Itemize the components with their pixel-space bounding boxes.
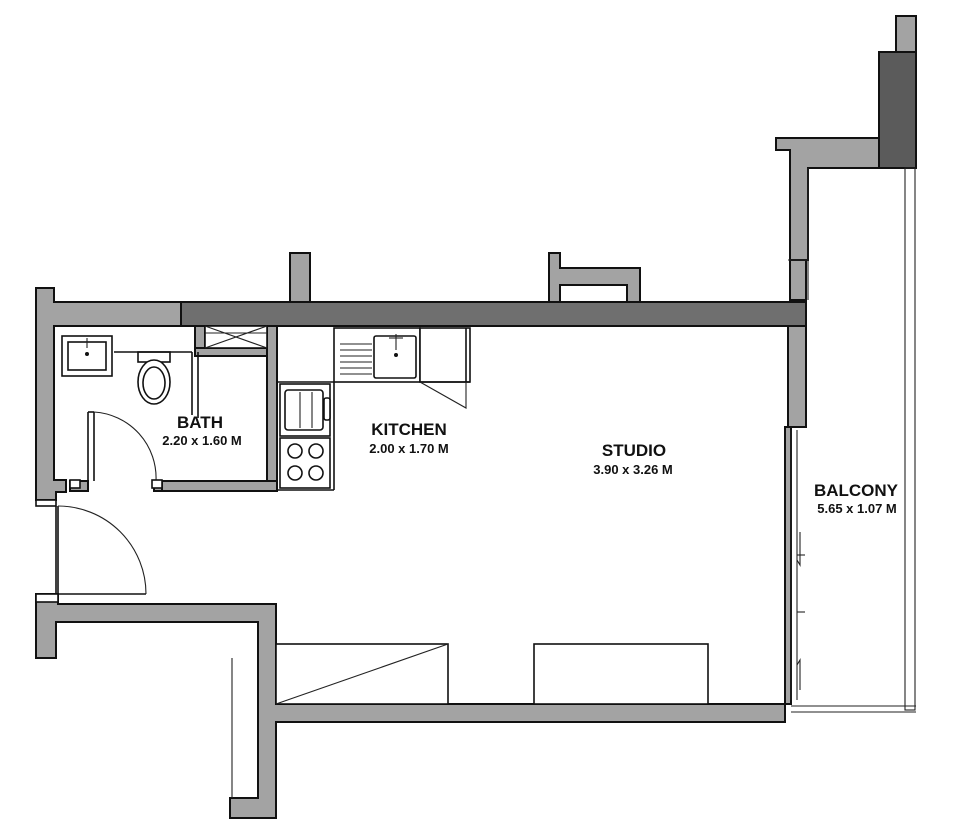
fridge-icon [279, 383, 331, 437]
top-beam [180, 301, 807, 327]
right-wall-top [895, 15, 917, 55]
studio-size: 3.90 x 3.26 M [593, 462, 673, 477]
bath-bottom-wall [159, 480, 278, 492]
kitchen-cabinet [419, 327, 471, 383]
closet-bottom-wall [194, 347, 268, 357]
bathroom-fixtures [61, 335, 199, 489]
stove-icon [279, 437, 331, 489]
entrance-door [35, 499, 147, 603]
closet [204, 325, 268, 349]
bath-label: BATH [177, 413, 223, 432]
kitchen-fixtures [277, 327, 471, 491]
balcony-wall-upper [775, 137, 880, 261]
studio-furniture [231, 643, 709, 798]
balcony-size: 5.65 x 1.07 M [817, 501, 897, 516]
toilet-icon [137, 351, 171, 405]
kitchen-size: 2.00 x 1.70 M [369, 441, 449, 456]
studio-label: STUDIO [602, 441, 666, 460]
bath-kitchen-wall [266, 325, 278, 492]
studio-balcony-wall-mid [787, 324, 807, 428]
kitchen-sink-icon [333, 327, 421, 383]
studio-balcony-wall [789, 259, 807, 301]
structural-column [878, 51, 917, 169]
wall-stub-left [289, 252, 311, 303]
walls [35, 15, 917, 819]
wall-stub-right [548, 252, 641, 303]
studio-cabinet-right [533, 643, 709, 705]
kitchen-label: KITCHEN [371, 420, 447, 439]
bath-size: 2.20 x 1.60 M [162, 433, 242, 448]
entrance-lower-wall [35, 593, 786, 819]
studio-right-wall-lower [784, 426, 792, 705]
room-labels: BATH 2.20 x 1.60 M KITCHEN 2.00 x 1.70 M… [162, 413, 898, 516]
sliding-door [788, 168, 809, 700]
balcony-label: BALCONY [814, 481, 899, 500]
bath-door [87, 411, 157, 482]
balcony-rail [904, 167, 916, 711]
